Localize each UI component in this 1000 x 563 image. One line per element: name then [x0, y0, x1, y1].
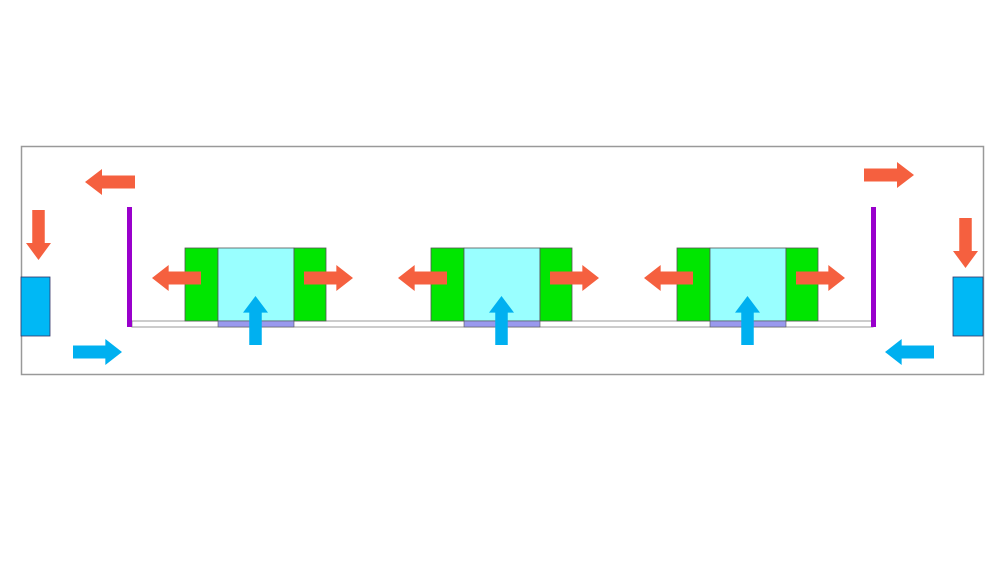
heat-out-left-arrow-icon — [152, 265, 201, 291]
left-hot-top-arrow-icon — [85, 169, 135, 195]
heater-unit-3 — [676, 247, 819, 328]
heat-out-left-arrow-icon — [398, 265, 447, 291]
right-wall — [871, 207, 876, 327]
left-cold-bottom-arrow-icon — [73, 339, 122, 365]
right-hot-top-arrow-icon — [864, 162, 914, 188]
heat-out-right-arrow-icon — [304, 265, 353, 291]
right-hot-down-arrow-icon — [953, 218, 978, 268]
cool-in-up-arrow-icon — [243, 296, 268, 345]
left-side-block — [20, 276, 51, 337]
right-cold-bottom-arrow-icon — [885, 339, 934, 365]
heat-out-right-arrow-icon — [550, 265, 599, 291]
right-side-block — [952, 276, 984, 337]
left-hot-down-arrow-icon — [26, 210, 51, 260]
cool-in-up-arrow-icon — [735, 296, 760, 345]
cool-in-up-arrow-icon — [489, 296, 514, 345]
left-wall — [127, 207, 132, 327]
heat-out-right-arrow-icon — [796, 265, 845, 291]
heat-out-left-arrow-icon — [644, 265, 693, 291]
